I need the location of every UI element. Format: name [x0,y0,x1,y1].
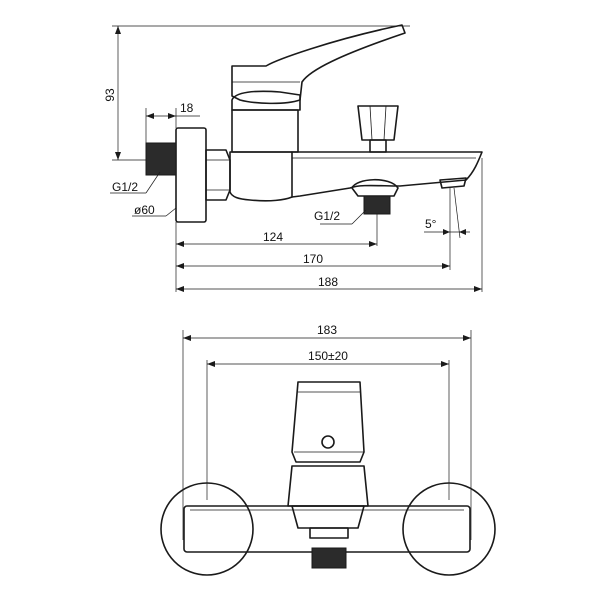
lever-indicator-icon [321,435,335,449]
right-wall-flange [402,482,496,576]
inlet-thread-label: G1/2 [112,180,138,194]
spout-angle-label: 5° [425,217,437,231]
mixer-body [229,151,293,202]
height-dimension-label: 93 [103,88,117,102]
lever-base [231,90,301,111]
cartridge-housing-front [287,465,369,507]
flange-diameter-label: ø60 [134,203,155,217]
dimension-124-label: 124 [263,230,283,244]
cartridge-housing [231,109,299,153]
inlet-width-label: 18 [180,101,194,115]
inlet-connector [145,142,177,176]
side-view: 93 18 G1/2 ø60 G1/2 5° 1 [103,24,483,292]
outlet-thread-label: G1/2 [314,209,340,223]
body-bar [183,505,471,553]
spout-aerator [439,177,467,189]
shower-outlet-thread [363,195,391,215]
dimension-188-label: 188 [318,275,338,289]
lever-handle [231,24,406,105]
shower-outlet-body [351,178,399,197]
left-wall-flange [160,482,254,576]
eccentric-nut [205,149,231,201]
shower-outlet-front [311,547,347,569]
wall-flange [175,127,207,223]
dimension-170-label: 170 [303,252,323,266]
spout [291,151,483,198]
lever-front [291,381,365,463]
spout-front [291,505,365,529]
aerator-front [309,527,349,539]
diverter-knob [357,105,399,141]
front-view: 183 150±20 [160,323,496,576]
center-distance-label: 150±20 [308,349,348,363]
overall-width-label: 183 [317,323,337,337]
